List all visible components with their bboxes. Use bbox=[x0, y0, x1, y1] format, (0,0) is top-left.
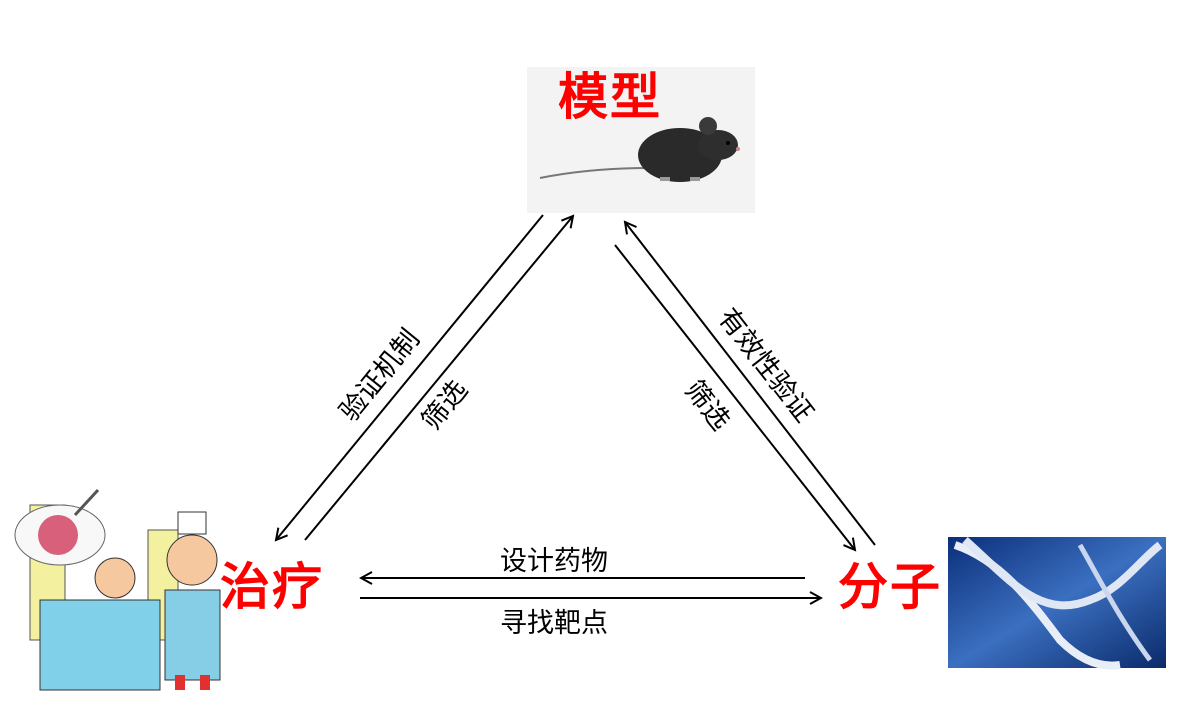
arrow-therapy-to-model bbox=[304, 216, 573, 541]
doctor-patient-cartoon bbox=[14, 488, 221, 691]
dna-image bbox=[948, 537, 1166, 670]
therapy-label: 治疗 bbox=[220, 558, 324, 616]
molecule-label: 分子 bbox=[838, 558, 942, 616]
arrow-molecule-to-model bbox=[625, 222, 876, 546]
mouse-image bbox=[527, 67, 755, 213]
model-label: 模型 bbox=[558, 68, 662, 126]
label-design-drug: 设计药物 bbox=[500, 546, 608, 577]
arrow-model-to-therapy bbox=[276, 214, 544, 540]
label-find-target: 寻找靶点 bbox=[500, 608, 608, 639]
arrow-model-to-molecule bbox=[614, 244, 855, 550]
